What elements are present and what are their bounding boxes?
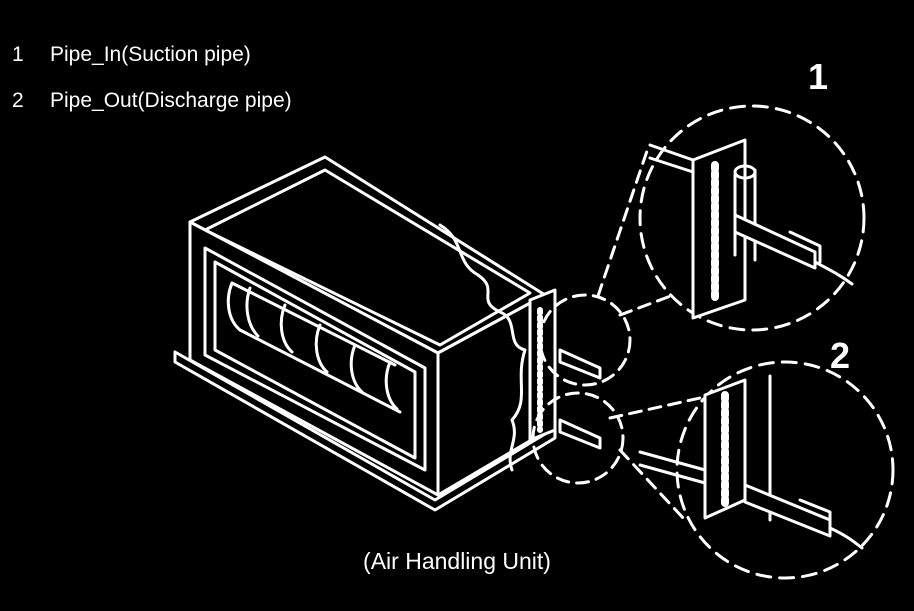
fan-opening [203,246,427,472]
pipe-out-marker [531,391,625,485]
legend-item-pipe-in: 1 Pipe_In(Suction pipe) [12,32,292,78]
detail-circle-pipe-out [638,360,895,580]
legend-label: Pipe_In(Suction pipe) [50,43,251,66]
callout-number-2: 2 [830,335,851,376]
legend-item-pipe-out: 2 Pipe_Out(Discharge pipe) [12,78,292,124]
legend-number: 1 [12,43,24,66]
legend-number: 2 [12,89,24,112]
legend: 1 Pipe_In(Suction pipe) 2 Pipe_Out(Disch… [12,32,292,124]
diagram-caption: (Air Handling Unit) [363,548,551,574]
detail-circle-pipe-in [638,104,866,332]
side-coil [528,288,602,450]
pipe-in-marker [538,293,632,387]
legend-label: Pipe_Out(Discharge pipe) [50,89,292,112]
callout-number-1: 1 [808,56,829,97]
